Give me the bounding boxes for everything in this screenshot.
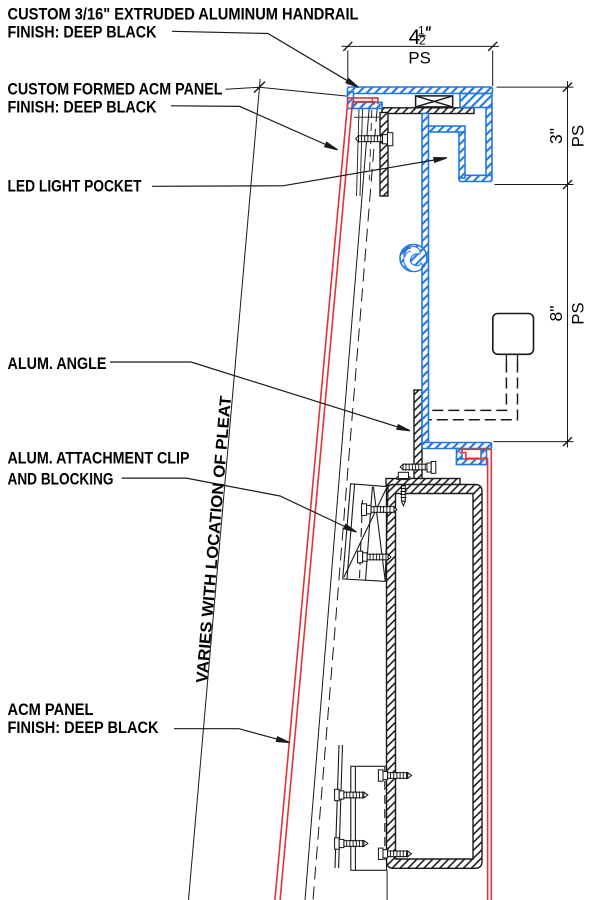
svg-text:CUSTOM 3/16" EXTRUDED ALUMINUM: CUSTOM 3/16" EXTRUDED ALUMINUM HANDRAIL — [8, 5, 359, 23]
svg-text:2: 2 — [419, 33, 426, 47]
svg-text:3": 3" — [546, 128, 566, 144]
svg-text:4: 4 — [409, 26, 421, 49]
svg-text:AND BLOCKING: AND BLOCKING — [8, 470, 114, 488]
svg-text:ALUM. ANGLE: ALUM. ANGLE — [8, 355, 107, 373]
svg-text:FINISH: DEEP BLACK: FINISH: DEEP BLACK — [8, 719, 159, 737]
svg-text:CUSTOM FORMED ACM PANEL: CUSTOM FORMED ACM PANEL — [8, 80, 223, 98]
svg-text:LED LIGHT POCKET: LED LIGHT POCKET — [8, 178, 142, 196]
svg-text:PS: PS — [569, 125, 588, 147]
svg-text:8": 8" — [546, 306, 566, 322]
svg-text:1: 1 — [418, 23, 425, 37]
svg-text:PS: PS — [569, 302, 588, 324]
svg-text:ALUM. ATTACHMENT CLIP: ALUM. ATTACHMENT CLIP — [8, 449, 190, 467]
svg-text:ACM PANEL: ACM PANEL — [8, 701, 94, 719]
svg-text:FINISH: DEEP BLACK: FINISH: DEEP BLACK — [8, 23, 157, 41]
svg-text:PS: PS — [408, 49, 430, 68]
svg-text:FINISH: DEEP BLACK: FINISH: DEEP BLACK — [8, 98, 157, 116]
